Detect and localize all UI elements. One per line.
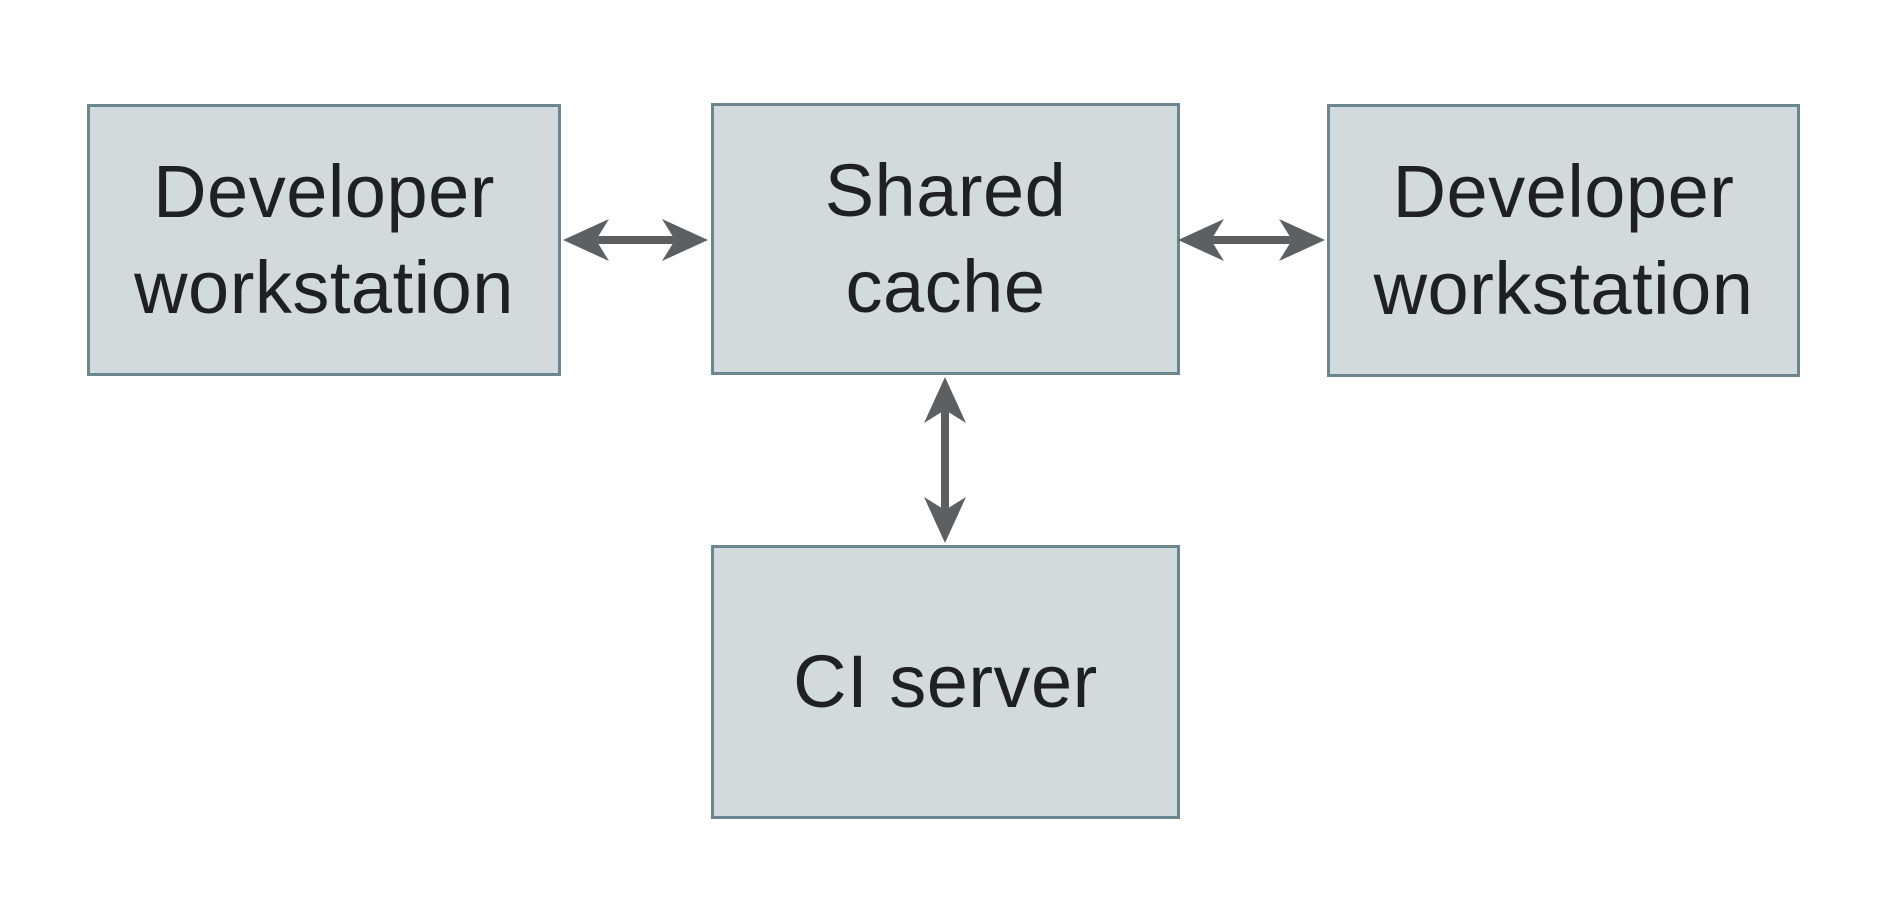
arrowhead-right <box>662 219 708 261</box>
node-label-developer-workstation-left: Developer workstation <box>134 149 514 329</box>
arrowhead-left <box>1178 219 1224 261</box>
node-ci-server: CI server <box>711 545 1180 819</box>
bidirectional-arrow-devleft-sharedcache <box>563 219 708 261</box>
node-developer-workstation-left: Developer workstation <box>87 104 561 376</box>
node-label-developer-workstation-right: Developer workstation <box>1373 150 1754 330</box>
arrowhead-left <box>563 219 609 261</box>
arrowhead-right <box>1279 219 1325 261</box>
node-shared-cache: Shared cache <box>711 103 1180 375</box>
arrowhead-down <box>924 497 966 543</box>
node-label-ci-server: CI server <box>793 639 1098 723</box>
bidirectional-arrow-sharedcache-devright <box>1178 219 1325 261</box>
node-developer-workstation-right: Developer workstation <box>1327 104 1800 377</box>
arrowhead-up <box>924 377 966 423</box>
node-label-shared-cache: Shared cache <box>824 148 1067 328</box>
bidirectional-arrow-sharedcache-ciserver <box>924 377 966 543</box>
